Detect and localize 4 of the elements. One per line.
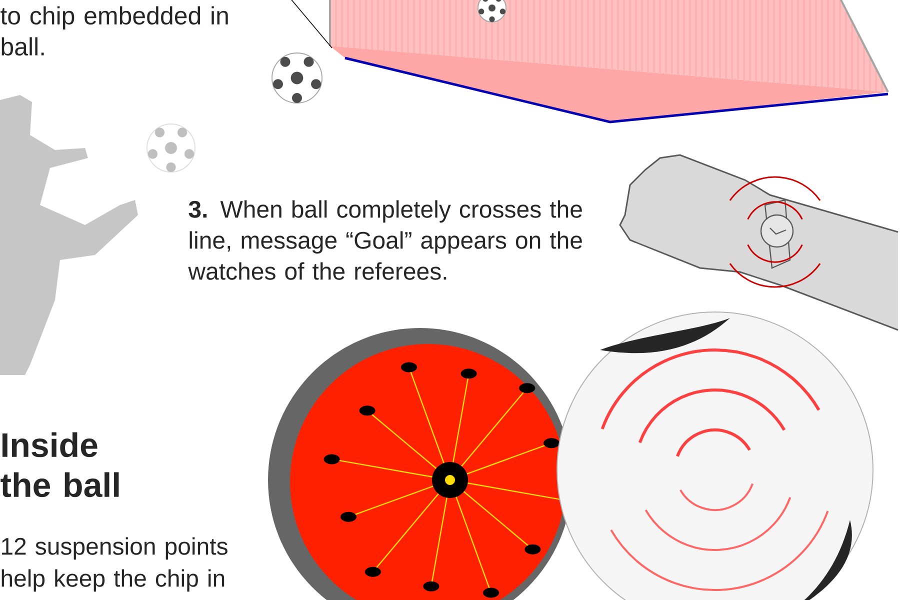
section-heading: Inside the ball [0,432,119,498]
caption-text: 3. When ball completely crosses the line, message “Goal” appears on the watches of the referees. [188,200,582,280]
caption-text: 12 suspension points help keep the chip in [2,537,228,592]
caption-text: to chip embedded in ball. [0,6,228,56]
